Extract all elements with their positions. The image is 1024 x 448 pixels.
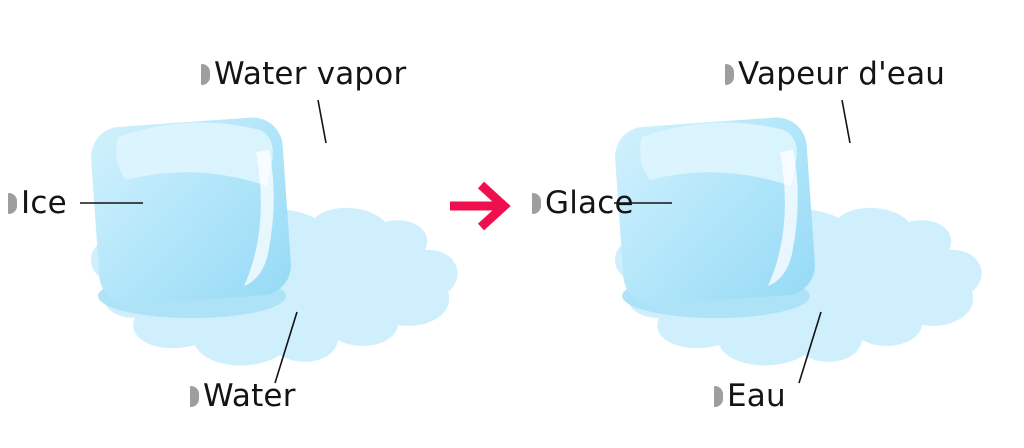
ice-cube	[615, 117, 815, 305]
leader-line-water	[274, 311, 298, 384]
transform-arrow-icon	[448, 179, 514, 233]
ice-melting-illustration	[80, 99, 458, 384]
label-marker-icon	[532, 192, 541, 214]
label-marker-icon	[201, 63, 210, 85]
label-marker-icon	[8, 192, 17, 214]
leader-line-vapor	[317, 99, 327, 144]
water-label-text: Eau	[727, 378, 786, 414]
cube-top-face	[640, 122, 797, 186]
arrow-glyph	[450, 181, 511, 231]
water-vapor-label: Water vapor	[201, 56, 406, 92]
cube-highlight	[768, 150, 798, 286]
ice-melting-illustration	[614, 99, 982, 384]
ice-label-text: Ice	[21, 185, 67, 221]
ice-label: Ice	[8, 185, 67, 221]
ice-cube	[91, 117, 291, 305]
water-vapor-label-text: Vapeur d'eau	[738, 56, 946, 92]
cube-top-face	[116, 122, 273, 186]
label-marker-icon	[190, 385, 199, 407]
cube-highlight	[244, 150, 274, 286]
water-vapor-label-text: Water vapor	[214, 56, 407, 92]
water-label-text: Water	[203, 378, 296, 414]
water-vapor-label: Vapeur d'eau	[725, 56, 945, 92]
water-label: Eau	[714, 378, 786, 414]
label-marker-icon	[714, 385, 723, 407]
water-label: Water	[190, 378, 296, 414]
ice-label-text: Glace	[545, 185, 634, 221]
ice-diagram-left: Water vapor Ice Water	[0, 0, 466, 448]
label-marker-icon	[725, 63, 734, 85]
ice-diagram-right: Vapeur d'eau Glace Eau	[524, 0, 990, 448]
ice-label: Glace	[532, 185, 634, 221]
leader-line-water	[798, 311, 822, 384]
leader-line-vapor	[841, 99, 851, 144]
